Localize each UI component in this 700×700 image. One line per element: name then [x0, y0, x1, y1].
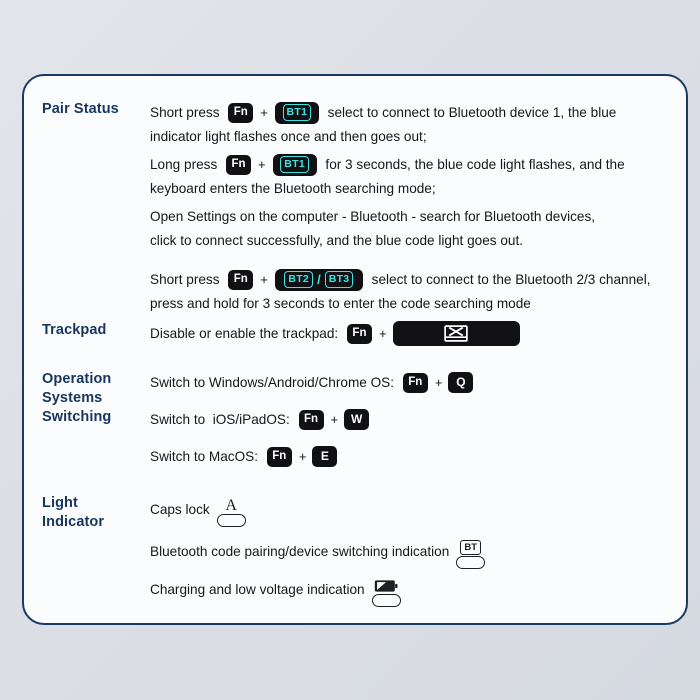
line-pair-long-press-bt1-cont: keyboard enters the Bluetooth searching … [150, 176, 436, 201]
body-text: indicator light flashes once and then go… [150, 129, 427, 144]
section-label-line: Switching [42, 409, 112, 425]
body-text: keyboard enters the Bluetooth searching … [150, 181, 436, 196]
section-label: Pair Status [24, 100, 136, 119]
line-os-switch-windows: Switch to Windows/Android/Chrome OS: Fn +… [150, 370, 477, 395]
key-fn[interactable]: Fn [266, 446, 292, 467]
body-text: Disable or enable the trackpad: [150, 326, 342, 341]
trackpad-disable-icon [444, 325, 468, 342]
led-pill-icon [216, 514, 246, 527]
line-pair-long-press-bt1: Long press Fn + BT1 for 3 seconds, the blu… [150, 152, 625, 177]
body-text: select to connect to Bluetooth device 1,… [323, 105, 617, 120]
body-text: Open Settings on the computer - Bluetoot… [150, 209, 596, 224]
bt-box-icon: BT [460, 539, 482, 555]
section-label: Trackpad [24, 321, 136, 340]
line-pair-open-settings: Open Settings on the computer - Bluetoot… [150, 204, 595, 229]
key-q[interactable]: Q [448, 372, 474, 393]
line-pair-short-press-bt2-bt3: Short press Fn + BT2/BT3 select to connect… [150, 267, 651, 292]
led-pill-icon [371, 594, 401, 607]
line-pair-short-press-bt1-cont: indicator light flashes once and then go… [150, 124, 427, 149]
caps-lock-indicator: A [216, 497, 246, 527]
plus-separator: + [260, 105, 268, 120]
plus-separator: + [434, 375, 443, 390]
plus-separator: + [298, 449, 307, 464]
plus-separator: + [378, 326, 387, 341]
key-bt1[interactable]: BT1 [272, 153, 317, 176]
body-text: Charging and low voltage indication [150, 581, 365, 597]
key-fn[interactable]: Fn [228, 102, 254, 123]
body-text: Caps lock [150, 501, 210, 517]
section-label-line: Pair Status [42, 101, 119, 117]
key-e[interactable]: E [312, 446, 338, 467]
bt-slash-separator: / [317, 272, 321, 287]
section-trackpad: Trackpad Disable or enable the trackpad: … [24, 321, 686, 349]
plus-separator: + [258, 157, 266, 172]
line-light-charging: Charging and low voltage indication [150, 574, 401, 607]
bt-box-label: BT [460, 539, 482, 555]
section-label-line: Systems [42, 390, 103, 406]
line-os-switch-ios: Switch to iOS/iPadOS: Fn + W [150, 407, 373, 432]
body-text: press and hold for 3 seconds to enter th… [150, 296, 531, 311]
battery-indicator [371, 577, 401, 607]
line-pair-open-settings-cont: click to connect successfully, and the b… [150, 228, 523, 253]
key-fn[interactable]: Fn [228, 269, 254, 290]
bt-chip-label: BT2 [284, 270, 314, 289]
caps-a-icon: A [225, 497, 237, 514]
key-bt1[interactable]: BT1 [274, 101, 319, 124]
plus-separator: + [330, 412, 339, 427]
body-text: Switch to Windows/Android/Chrome OS: [150, 375, 398, 390]
key-fn[interactable]: Fn [298, 409, 324, 430]
led-pill-icon [456, 556, 486, 569]
line-trackpad-toggle: Disable or enable the trackpad: Fn + [150, 321, 524, 346]
section-body: Caps lock A Bluetooth code pairing/device … [136, 494, 686, 607]
body-text: Switch to MacOS: [150, 449, 262, 464]
section-body: Disable or enable the trackpad: Fn + [136, 321, 686, 349]
section-body: Short press Fn + BT1 select to connect to … [136, 100, 686, 319]
line-pair-short-press-bt2-bt3-cont: press and hold for 3 seconds to enter th… [150, 291, 531, 316]
section-label-line: Trackpad [42, 322, 107, 338]
plus-separator: + [260, 272, 268, 287]
section-body: Switch to Windows/Android/Chrome OS: Fn +… [136, 370, 686, 472]
body-text: Switch to iOS/iPadOS: [150, 412, 294, 427]
body-text: click to connect successfully, and the b… [150, 233, 524, 248]
battery-icon [374, 577, 398, 593]
section-label-line: Operation [42, 371, 112, 387]
section-label-line: Indicator [42, 514, 105, 530]
body-text: Bluetooth code pairing/device switching … [150, 543, 450, 559]
section-label-line: Light [42, 495, 78, 511]
line-light-caps-lock: Caps lock A [150, 494, 246, 527]
line-light-bluetooth: Bluetooth code pairing/device switching … [150, 536, 486, 569]
key-bt2-bt3[interactable]: BT2/BT3 [274, 268, 363, 291]
caps-a-letter: A [225, 497, 237, 514]
body-text: Short press [150, 105, 224, 120]
bt-chip-label: BT3 [324, 270, 354, 289]
line-os-switch-macos: Switch to MacOS: Fn + E [150, 444, 341, 469]
key-fn[interactable]: Fn [226, 154, 252, 175]
line-pair-short-press-bt1: Short press Fn + BT1 select to connect to … [150, 100, 616, 125]
body-text: Long press [150, 157, 222, 172]
body-text: Short press [150, 272, 224, 287]
bluetooth-indicator: BT [456, 539, 486, 569]
key-fn[interactable]: Fn [402, 372, 428, 393]
bt-chip-label: BT1 [280, 155, 310, 174]
key-fn[interactable]: Fn [346, 323, 372, 344]
body-text: for 3 seconds, the blue code light flash… [321, 157, 625, 172]
key-trackpad-toggle[interactable] [392, 321, 520, 346]
bt-chip-label: BT1 [282, 103, 312, 122]
key-w[interactable]: W [344, 409, 370, 430]
body-text: select to connect to the Bluetooth 2/3 c… [367, 272, 651, 287]
